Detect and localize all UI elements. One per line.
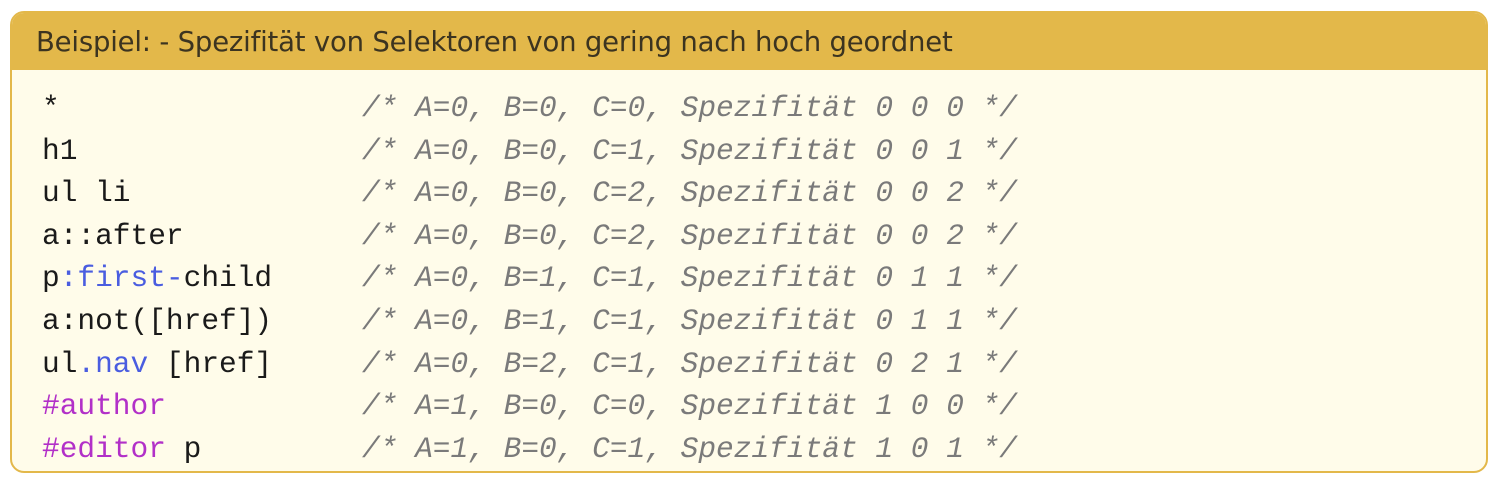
code-block: * /* A=0, B=0, C=0, Spezifität 0 0 0 */ … bbox=[12, 70, 1486, 470]
id-token: #author bbox=[42, 389, 166, 424]
code-line: a:not([href]) /* A=0, B=1, C=1, Spezifit… bbox=[42, 300, 1486, 343]
specificity-comment: /* A=0, B=0, C=1, Spezifität 0 0 1 */ bbox=[362, 133, 1018, 168]
selector: ul.nav [href] bbox=[42, 343, 272, 386]
example-title: Beispiel: - Spezifität von Selektoren vo… bbox=[36, 25, 953, 58]
selector: p:first-child bbox=[42, 257, 272, 300]
selector-token: p bbox=[165, 431, 202, 466]
code-line: ul.nav [href] /* A=0, B=2, C=1, Spezifit… bbox=[42, 343, 1486, 386]
selector: #author bbox=[42, 385, 166, 428]
specificity-comment: /* A=0, B=0, C=2, Spezifität 0 0 2 */ bbox=[362, 176, 1018, 211]
selector: h1 bbox=[42, 130, 77, 173]
selector-token: ul bbox=[42, 346, 78, 381]
selector: #editor p bbox=[42, 428, 201, 471]
specificity-comment: /* A=0, B=0, C=2, Spezifität 0 0 2 */ bbox=[362, 218, 1018, 253]
selector-token: h1 bbox=[42, 133, 78, 168]
class-token: .nav bbox=[77, 346, 149, 381]
code-line: p:first-child /* A=0, B=1, C=1, Spezifit… bbox=[42, 257, 1486, 300]
example-header: Beispiel: - Spezifität von Selektoren vo… bbox=[12, 13, 1486, 70]
selector-token: a:not([href]) bbox=[42, 303, 273, 338]
selector-token: p bbox=[42, 261, 60, 296]
selector-token: ul li bbox=[42, 176, 131, 211]
code-line: * /* A=0, B=0, C=0, Spezifität 0 0 0 */ bbox=[42, 87, 1486, 130]
selector-token: [href] bbox=[148, 346, 273, 381]
specificity-comment: /* A=0, B=1, C=1, Spezifität 0 1 1 */ bbox=[362, 261, 1018, 296]
example-box: Beispiel: - Spezifität von Selektoren vo… bbox=[10, 11, 1488, 473]
code-line: ul li /* A=0, B=0, C=2, Spezifität 0 0 2… bbox=[42, 172, 1486, 215]
selector: a:not([href]) bbox=[42, 300, 272, 343]
specificity-comment: /* A=0, B=2, C=1, Spezifität 0 2 1 */ bbox=[362, 346, 1018, 381]
selector-token: a::after bbox=[42, 218, 184, 253]
pseudo-class-token: :first- bbox=[59, 261, 184, 296]
selector: ul li bbox=[42, 172, 131, 215]
code-line: a::after /* A=0, B=0, C=2, Spezifität 0 … bbox=[42, 215, 1486, 258]
specificity-comment: /* A=0, B=0, C=0, Spezifität 0 0 0 */ bbox=[362, 91, 1018, 125]
selector: * bbox=[42, 87, 60, 130]
code-line: h1 /* A=0, B=0, C=1, Spezifität 0 0 1 */ bbox=[42, 130, 1486, 173]
selector: a::after bbox=[42, 215, 184, 258]
code-line: #editor p /* A=1, B=0, C=1, Spezifität 1… bbox=[42, 428, 1486, 471]
specificity-comment: /* A=1, B=0, C=0, Spezifität 1 0 0 */ bbox=[362, 389, 1018, 424]
specificity-comment: /* A=0, B=1, C=1, Spezifität 0 1 1 */ bbox=[362, 303, 1018, 338]
selector-token: child bbox=[183, 261, 273, 296]
code-line: #author /* A=1, B=0, C=0, Spezifität 1 0… bbox=[42, 385, 1486, 428]
selector-token: * bbox=[42, 91, 60, 125]
id-token: #editor bbox=[42, 431, 166, 466]
specificity-comment: /* A=1, B=0, C=1, Spezifität 1 0 1 */ bbox=[362, 431, 1018, 466]
